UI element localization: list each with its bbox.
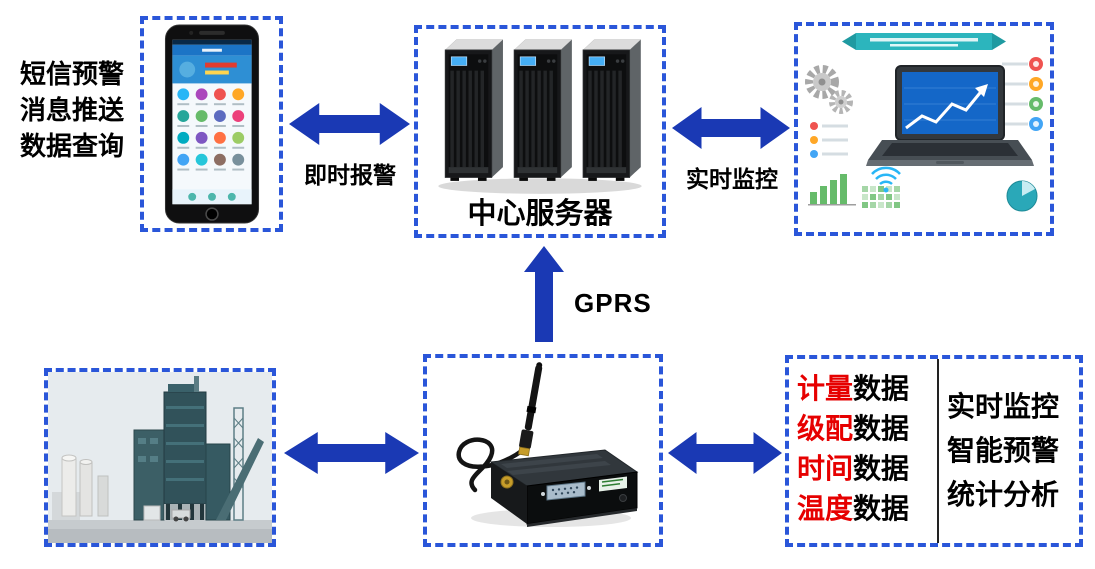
server-tower (513, 39, 573, 181)
server-tower (444, 39, 504, 181)
mixing-plant-panel (44, 368, 276, 547)
wifi-icon (871, 166, 901, 193)
gprs-modem-panel (423, 354, 663, 547)
double-arrow-icon (289, 103, 410, 145)
function-row: 智能预警 (947, 435, 1060, 466)
heatmap-icon (862, 186, 900, 208)
antenna-cable (456, 437, 526, 493)
data-type-rest: 数据 (853, 493, 910, 524)
data-types-column: 计量数据 级配数据 时间数据 温度数据 (789, 359, 939, 543)
gprs-up-arrow (521, 246, 567, 342)
note-line: 短信预警 (19, 59, 124, 89)
gprs-label: GPRS (574, 288, 652, 318)
function-row: 统计分析 (947, 479, 1060, 510)
data-type-rest: 数据 (853, 453, 910, 484)
phone-panel (140, 16, 283, 232)
truck (171, 509, 191, 522)
phone-server-arrow (289, 101, 410, 147)
monitoring-laptop-panel (794, 22, 1054, 236)
gears-icon (805, 65, 853, 114)
data-type-highlight: 温度 (797, 493, 854, 524)
instant-alarm-label: 即时报警 (304, 162, 396, 188)
bullet-list-right (1002, 57, 1043, 131)
double-arrow-icon (668, 432, 782, 474)
server-tower (582, 39, 642, 181)
data-type-rest: 数据 (853, 413, 910, 444)
asphalt-plant-illustration-icon (48, 372, 272, 543)
central-server-panel: 中心服务器 (414, 25, 666, 238)
modem-data-arrow (668, 430, 782, 476)
note-line: 消息推送 (19, 95, 124, 125)
gprs-modem-illustration-icon (456, 362, 639, 527)
function-row: 实时监控 (947, 391, 1060, 422)
silos (61, 454, 109, 517)
double-arrow-icon (284, 432, 419, 474)
data-row: 计量数据 (797, 369, 937, 409)
modem-body (489, 449, 639, 527)
infographic-banner (842, 33, 1006, 50)
data-summary-panel: 计量数据 级配数据 时间数据 温度数据 实时监控 智能预警 统计分析 (785, 355, 1083, 547)
laptop-icon (866, 65, 1034, 166)
functions-column: 实时监控 智能预警 统计分析 (939, 359, 1079, 543)
realtime-monitor-label: 实时监控 (686, 166, 778, 192)
note-line: 数据查询 (19, 131, 124, 161)
pie-chart-icon (1006, 180, 1038, 212)
laptop-infographic-illustration-icon (798, 26, 1050, 232)
server-towers-illustration-icon (438, 39, 642, 194)
data-type-highlight: 计量 (797, 373, 854, 404)
plant-structures (133, 376, 264, 521)
central-server-caption: 中心服务器 (467, 198, 613, 230)
app-icon-grid (176, 88, 244, 171)
bullet-list-left (810, 122, 848, 158)
data-row: 级配数据 (797, 409, 937, 449)
data-type-highlight: 时间 (797, 453, 854, 484)
bar-chart-icon (808, 174, 856, 206)
data-type-highlight: 级配 (797, 413, 854, 444)
data-row: 温度数据 (797, 489, 937, 529)
factory-modem-arrow (284, 430, 419, 476)
sms-note-text: 短信预警 消息推送 数据查询 (10, 56, 134, 164)
smartphone-illustration-icon (164, 24, 259, 224)
server-laptop-arrow (672, 105, 790, 151)
double-arrow-icon (672, 107, 790, 149)
data-row: 时间数据 (797, 449, 937, 489)
data-type-rest: 数据 (853, 373, 910, 404)
up-arrow-icon (524, 246, 564, 342)
antenna (518, 362, 543, 457)
